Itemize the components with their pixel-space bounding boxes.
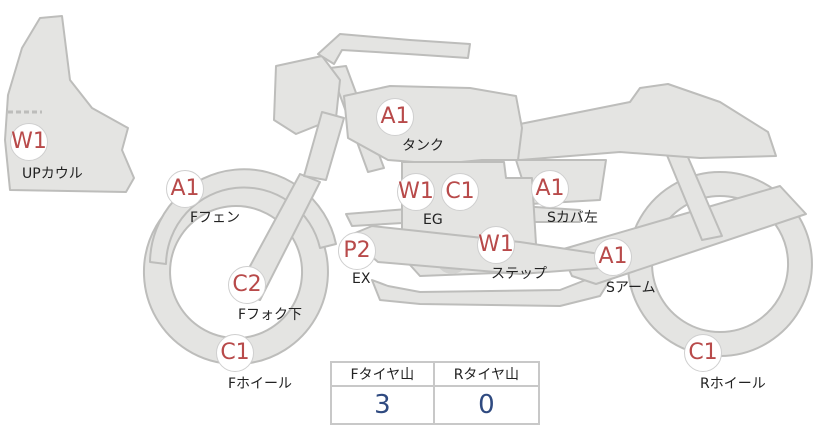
s-arm-label: Sアーム (606, 280, 656, 296)
handlebar-part (317, 33, 471, 65)
r-wheel-label: Rホイール (700, 376, 766, 392)
tire-tread-table: Fタイヤ山 Rタイヤ山 3 0 (330, 361, 541, 425)
tank-code-badge[interactable]: A1 (376, 98, 414, 136)
exhaust-code-badge[interactable]: P2 (338, 232, 376, 270)
rear-tread-value: 0 (432, 385, 541, 425)
tank-label: タンク (402, 138, 444, 154)
f-wheel-label: Fホイール (228, 376, 293, 392)
step-code-badge[interactable]: W1 (477, 226, 515, 264)
engine-label: EG (423, 212, 443, 228)
step-label: ステップ (491, 266, 547, 282)
rear-tread-header: Rタイヤ山 (432, 361, 541, 387)
f-fork-lower-code-badge[interactable]: C2 (228, 266, 266, 304)
r-wheel-code-badge[interactable]: C1 (684, 334, 722, 372)
engine-code-badge-1[interactable]: W1 (397, 173, 435, 211)
f-fork-lower-label: Fフォク下 (238, 307, 303, 323)
s-arm-code-badge[interactable]: A1 (594, 238, 632, 276)
f-wheel-code-badge[interactable]: C1 (216, 334, 254, 372)
s-cover-left-label: Sカバ左 (547, 210, 598, 226)
seat-part (469, 83, 777, 161)
front-fork-upper-part (303, 111, 345, 181)
engine-code-badge-2[interactable]: C1 (441, 173, 479, 211)
f-fender-label: Fフェン (190, 210, 241, 226)
s-cover-left-code-badge[interactable]: A1 (531, 170, 569, 208)
exhaust-label: EX (352, 271, 371, 287)
up-cowl-code-badge[interactable]: W1 (10, 123, 48, 161)
front-tread-value: 3 (330, 385, 435, 425)
front-tread-header: Fタイヤ山 (330, 361, 435, 387)
f-fender-code-badge[interactable]: A1 (166, 170, 204, 208)
up-cowl-label: UPカウル (22, 166, 83, 182)
